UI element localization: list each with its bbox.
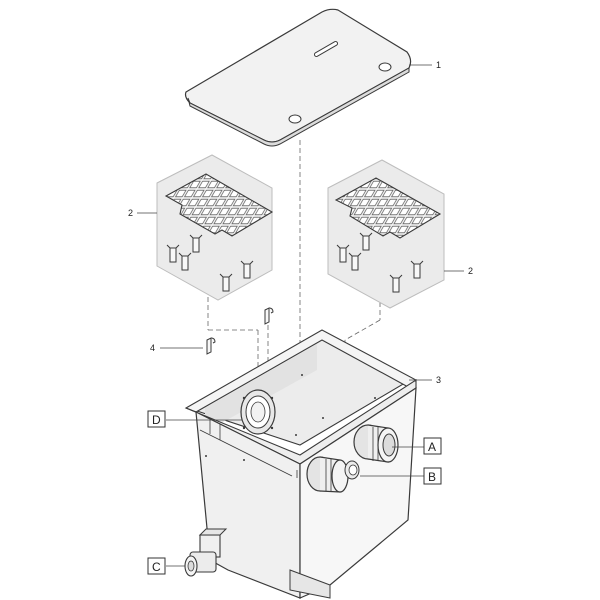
callout-1: 1 xyxy=(436,60,441,70)
filter-grid-right xyxy=(334,177,442,239)
label-a: A xyxy=(428,440,436,454)
label-box-d: D xyxy=(147,410,166,428)
filter-housing xyxy=(184,329,417,599)
grid-clips-left xyxy=(166,234,254,292)
label-d: D xyxy=(152,413,161,427)
lid-hole-left xyxy=(288,114,302,124)
port-c-valve xyxy=(184,528,228,577)
label-box-a: A xyxy=(423,437,442,455)
grid-panel-left xyxy=(156,154,274,301)
lid-hole-right xyxy=(378,62,392,72)
lid-handle-slot xyxy=(313,41,339,57)
callout-3: 3 xyxy=(436,375,441,385)
callout-4: 4 xyxy=(150,343,155,353)
grid-panel-right xyxy=(327,159,445,309)
lid xyxy=(184,8,412,147)
filter-grid-left xyxy=(164,173,274,237)
port-a-connector xyxy=(353,424,399,463)
port-b-connector xyxy=(306,456,360,493)
port-d-flange xyxy=(240,389,276,435)
loose-clip-upper xyxy=(264,307,274,325)
label-box-b: B xyxy=(423,467,442,485)
label-c: C xyxy=(152,560,161,574)
grid-clips-right xyxy=(336,232,424,293)
callout-2-left: 2 xyxy=(128,208,133,218)
label-box-c: C xyxy=(147,557,166,575)
leader-lines xyxy=(137,64,464,567)
label-b: B xyxy=(428,470,436,484)
callout-2-right: 2 xyxy=(468,266,473,276)
loose-clip-lower xyxy=(206,337,216,355)
